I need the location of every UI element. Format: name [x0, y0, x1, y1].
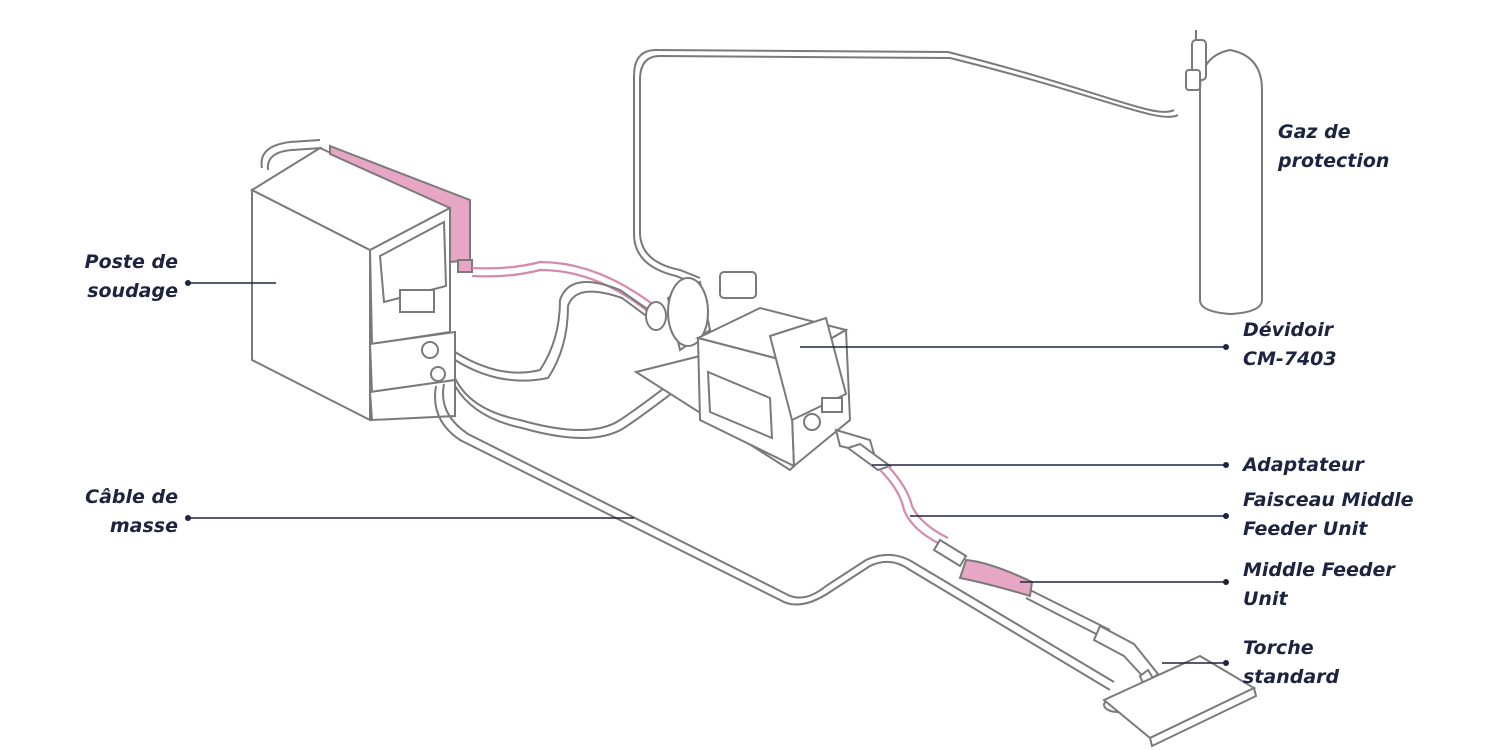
label-faisceau-line-1: Faisceau Middle	[1243, 489, 1414, 511]
welding-station	[249, 139, 473, 422]
label-torche-line-1: Torche	[1243, 637, 1314, 659]
label-poste-de-soudage: Poste de soudage	[60, 248, 178, 306]
label-faisceau-line-2: Feeder Unit	[1243, 518, 1368, 540]
label-middle-feeder-line-2: Unit	[1243, 588, 1288, 610]
gas-cylinder	[1185, 30, 1263, 316]
leader-faisceau-dot	[1223, 513, 1229, 519]
label-cable-masse-line-2: masse	[109, 515, 178, 537]
leader-torche-dot	[1223, 660, 1229, 666]
label-gaz-line-1: Gaz de	[1278, 121, 1351, 143]
torch-assembly	[834, 428, 1258, 748]
leader-poste-dot	[185, 280, 191, 286]
label-gaz-de-protection: Gaz de protection	[1278, 118, 1389, 176]
label-adaptateur-line-1: Adaptateur	[1243, 454, 1364, 476]
label-gaz-line-2: protection	[1278, 150, 1390, 172]
label-devidoir: Dévidoir CM-7403	[1243, 316, 1337, 374]
label-middle-feeder-line-1: Middle Feeder	[1243, 559, 1395, 581]
label-cable-masse-line-1: Câble de	[85, 486, 178, 508]
label-poste-line-1: Poste de	[84, 251, 178, 273]
label-middle-feeder-unit: Middle Feeder Unit	[1243, 556, 1395, 614]
leader-cable-masse-dot	[185, 515, 191, 521]
label-devidoir-line-1: Dévidoir	[1243, 319, 1334, 341]
label-faisceau-mfu: Faisceau Middle Feeder Unit	[1243, 486, 1414, 544]
leader-adaptateur-dot	[1223, 462, 1229, 468]
gas-hose	[633, 48, 1179, 285]
label-torche-standard: Torche standard	[1243, 634, 1339, 692]
label-adaptateur: Adaptateur	[1243, 451, 1364, 480]
wire-feeder	[633, 271, 852, 472]
label-torche-line-2: standard	[1243, 666, 1340, 688]
interconnection-cables	[454, 260, 705, 439]
label-cable-de-masse: Câble de masse	[60, 483, 178, 541]
leader-middle-feeder-dot	[1223, 579, 1229, 585]
leader-devidoir-dot	[1223, 344, 1229, 350]
label-poste-line-2: soudage	[87, 280, 178, 302]
leader-lines	[185, 280, 1229, 666]
label-devidoir-line-2: CM-7403	[1243, 348, 1337, 370]
